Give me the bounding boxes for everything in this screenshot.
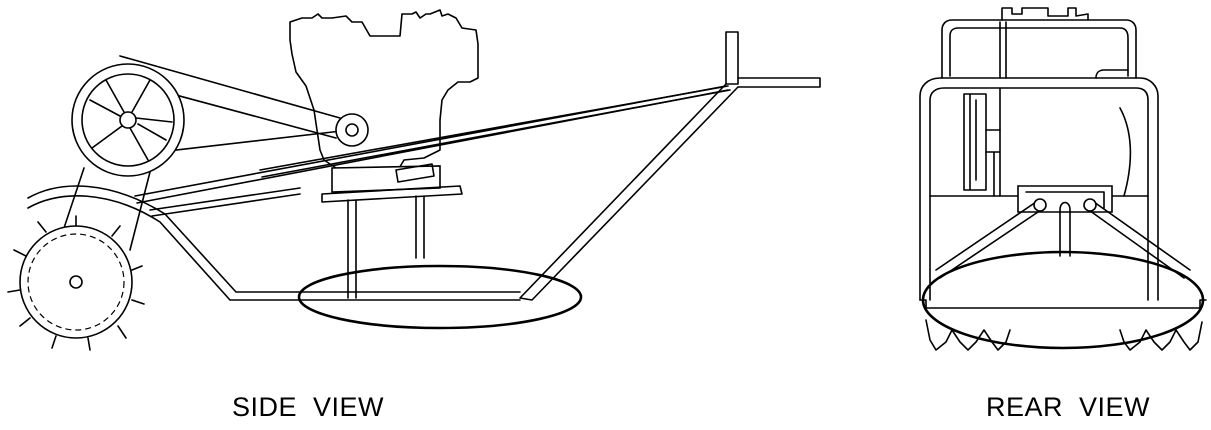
rear-body-outer	[919, 77, 1159, 301]
rear-mount-box	[1017, 185, 1113, 213]
rear-pulley	[963, 93, 987, 191]
rear-strut-center	[1059, 201, 1071, 257]
rear-mount-inner	[1025, 191, 1105, 209]
rear-engine-body	[999, 87, 1132, 197]
rear-base-plate	[919, 299, 1207, 309]
mount-bracket	[395, 163, 435, 183]
rear-grouser-right	[1119, 321, 1203, 351]
rear-pulley-hub	[985, 129, 1001, 197]
frame-rail-middle	[149, 187, 301, 217]
deck-post-front	[347, 199, 357, 299]
paddle-wheel	[7, 215, 145, 351]
handle-pole	[725, 31, 739, 85]
side-hover-skirt	[297, 264, 583, 330]
strut-joint-right	[1083, 198, 1097, 212]
rear-engine-top	[1001, 7, 1089, 21]
rear-top-guard	[941, 19, 1137, 79]
side-view-drawing	[7, 9, 821, 351]
strut-joint-left	[1033, 198, 1047, 212]
engine-mount	[331, 165, 441, 193]
main-frame-curve	[27, 185, 521, 301]
side-view-caption: SIDE VIEW	[232, 392, 385, 422]
rear-grouser-left	[925, 319, 1011, 351]
handle-brace	[519, 83, 739, 301]
rear-guard-bar	[999, 21, 1129, 79]
rear-body-inner	[929, 87, 1149, 301]
rear-view-drawing	[919, 7, 1207, 351]
deck-post-rear	[415, 195, 425, 259]
frame-rail-lower	[259, 85, 731, 178]
rear-hover-skirt	[921, 250, 1205, 350]
rear-strut-left	[935, 201, 1045, 279]
deck-plate	[321, 185, 463, 203]
handle-grip	[737, 77, 821, 88]
big-pulley	[71, 63, 185, 177]
rear-view-caption: REAR VIEW	[986, 392, 1151, 422]
idler-pulley	[335, 113, 369, 147]
rear-strut-right	[1085, 201, 1191, 279]
